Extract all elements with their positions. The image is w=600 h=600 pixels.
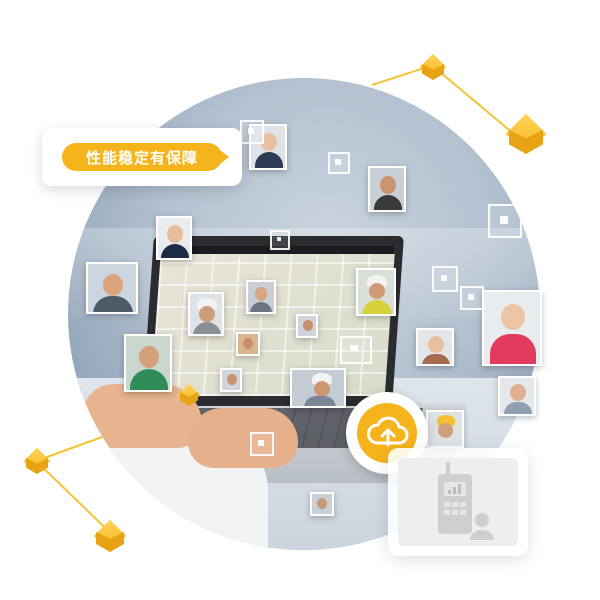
right-hand	[188, 408, 298, 468]
laptop-screen	[142, 236, 404, 406]
marker-square	[240, 120, 264, 144]
avatar-card	[220, 368, 242, 392]
avatar-card	[188, 292, 224, 336]
avatar-card	[426, 410, 464, 448]
cloud-upload-icon	[367, 416, 409, 447]
avatar-card	[290, 368, 346, 408]
marker-square	[340, 336, 372, 364]
avatar-card	[368, 166, 406, 212]
badge-pointer	[220, 150, 229, 164]
avatar-card	[416, 328, 454, 366]
avatar-card	[246, 280, 276, 314]
cube-icon	[505, 113, 547, 155]
avatar-card	[236, 332, 260, 356]
feature-badge: 性能稳定有保障	[42, 128, 242, 186]
avatar-card	[86, 262, 138, 314]
avatar-card	[482, 290, 542, 366]
marker-square	[328, 152, 350, 174]
cube-icon	[177, 383, 201, 407]
device-card	[388, 448, 528, 556]
marker-square	[432, 266, 458, 292]
feature-badge-label: 性能稳定有保障	[62, 143, 222, 171]
office-photo-circle	[68, 78, 540, 550]
avatar-card	[156, 216, 192, 260]
marker-square	[460, 286, 484, 310]
cube-icon	[23, 447, 51, 475]
marker-square	[250, 432, 274, 456]
avatar-card	[296, 314, 318, 338]
avatar-card	[124, 334, 172, 392]
avatar-card	[356, 268, 396, 316]
cube-icon	[93, 519, 127, 553]
walkie-talkie-user-icon	[438, 462, 494, 540]
avatar-card	[249, 124, 287, 170]
cube-icon	[419, 53, 447, 81]
marker-square	[270, 230, 290, 250]
avatar-card	[310, 492, 334, 516]
avatar-card	[498, 376, 536, 416]
marker-square	[488, 204, 522, 238]
